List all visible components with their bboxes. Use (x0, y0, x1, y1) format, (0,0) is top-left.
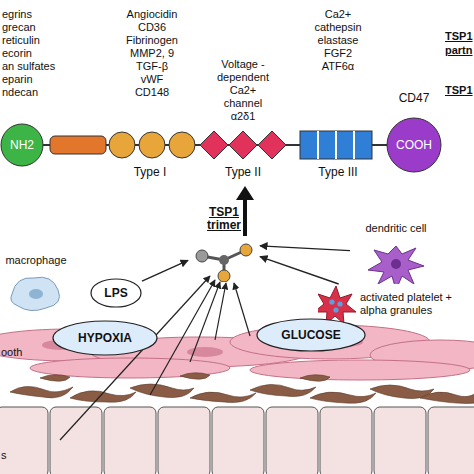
text-label: Ca2+ (325, 8, 352, 21)
text-label: Fibrinogen (126, 34, 178, 47)
text-label: ecorin (2, 47, 32, 60)
secretion-arrows (60, 276, 250, 440)
node-text: COOH (396, 139, 432, 152)
node-ellipse-blue: HYPOXIA (52, 320, 158, 356)
text-label: reticulin (2, 34, 40, 47)
node-text-wrap: activated platelet + alpha granules (318, 284, 474, 324)
text-label: Voltage -dependent Ca2+ channel α2δ1 (212, 58, 274, 123)
node-text: macrophage (5, 254, 66, 267)
text-label: Type III (318, 166, 357, 179)
node-circle-green: NH2 (0, 123, 44, 167)
connector-arrow (260, 246, 350, 251)
domain-bar (30, 131, 395, 159)
node-text: HYPOXIA (78, 332, 132, 345)
node-text-wrap: GLUCOSE (256, 318, 366, 352)
node-text: TSP1 trimer (200, 206, 248, 232)
node-text-wrap: TSP1 trimer (188, 206, 260, 282)
text-label: Angiocidin (127, 8, 178, 21)
text-label: CD47 (399, 92, 430, 105)
node-trimer: TSP1 trimer (188, 206, 260, 282)
node-text: dendritic cell (365, 222, 426, 235)
text-label: TSP1 (445, 30, 473, 43)
node-text-wrap: dendritic cell (350, 222, 442, 284)
node-ellipse-blue: GLUCOSE (256, 318, 366, 352)
node-text: LPS (104, 287, 127, 300)
text-label: partn (445, 44, 473, 57)
node-macrophage: macrophage (0, 254, 72, 314)
node-ellipse-white: LPS (90, 278, 142, 308)
text-label: grecan (2, 21, 36, 34)
node-text-wrap: LPS (90, 278, 142, 308)
text-label: an sulfates (2, 60, 55, 73)
node-platelet: activated platelet + alpha granules (318, 284, 474, 324)
text-label: TSP1 (445, 84, 473, 97)
text-label: Type I (134, 166, 167, 179)
node-text: GLUCOSE (281, 329, 340, 342)
text-label: cathepsin (314, 21, 361, 34)
node-text: NH2 (10, 139, 34, 152)
text-label: Type II (225, 166, 261, 179)
node-dendritic: dendritic cell (350, 222, 442, 284)
node-text-wrap: macrophage (0, 254, 72, 314)
text-label: ATF6α (322, 60, 354, 73)
text-label: elastase (318, 34, 359, 47)
fibroblast-layer (10, 373, 474, 404)
text-label: ndecan (2, 86, 38, 99)
node-circle-purple: COOH (386, 117, 442, 173)
text-label: eparin (2, 73, 33, 86)
connector-arrow (260, 257, 339, 284)
connector-arrow (142, 260, 188, 281)
text-label: s (1, 449, 7, 462)
node-text-wrap: NH2 (0, 123, 44, 167)
text-label: TGF-β (136, 60, 168, 73)
text-label: FGF2 (324, 47, 352, 60)
text-label: CD148 (135, 86, 169, 99)
node-text-wrap: COOH (386, 117, 442, 173)
text-label: ooth (1, 346, 22, 359)
node-text: activated platelet + alpha granules (360, 291, 474, 317)
text-label: MMP2, 9 (130, 47, 174, 60)
node-text-wrap: HYPOXIA (52, 320, 158, 356)
epithelial-layer (0, 407, 474, 474)
text-label: CD36 (138, 21, 166, 34)
text-label: egrins (2, 8, 32, 21)
text-label: vWF (141, 73, 164, 86)
